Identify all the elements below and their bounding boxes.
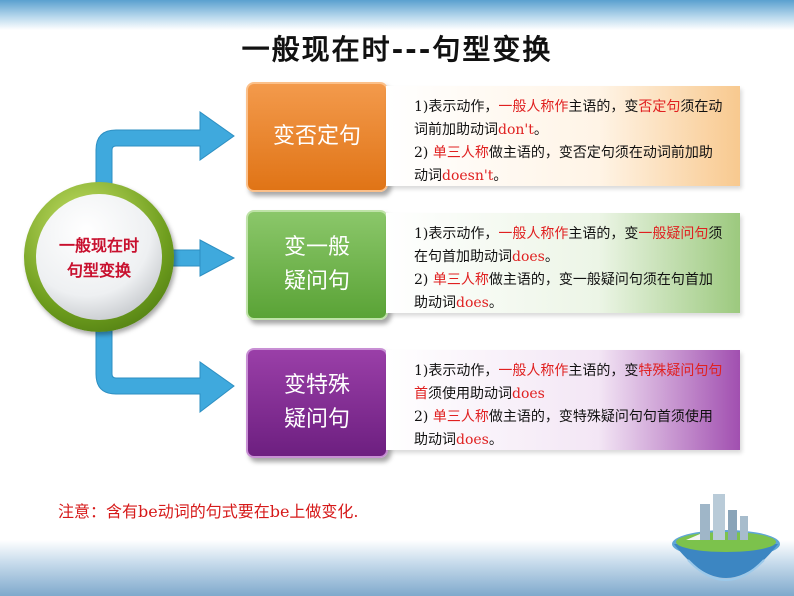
center-circle-label: 一般现在时 句型变换 xyxy=(36,233,162,283)
label-negative-sentence: 变否定句 xyxy=(246,82,388,192)
rule-1: 1)表示动作，一般人称作主语的，变否定句须在动词前加助动词don't。 xyxy=(414,96,726,142)
panel-negative-sentence: 1)表示动作，一般人称作主语的，变否定句须在动词前加助动词don't。 2) 单… xyxy=(386,86,740,186)
rule-2: 2) 单三人称做主语的，变否定句须在动词前加助动词doesn't。 xyxy=(414,142,726,188)
globe-city-icon xyxy=(666,482,786,592)
label-special-question: 变特殊疑问句 xyxy=(246,348,388,458)
panel-special-question: 1)表示动作，一般人称作主语的，变特殊疑问句句首须使用助动词does 2) 单三… xyxy=(386,350,740,450)
rule-2: 2) 单三人称做主语的，变特殊疑问句句首须使用助动词does。 xyxy=(414,406,726,452)
rule-1: 1)表示动作，一般人称作主语的，变特殊疑问句句首须使用助动词does xyxy=(414,360,726,406)
rule-1: 1)表示动作，一般人称作主语的，变一般疑问句须在句首加助动词does。 xyxy=(414,223,726,269)
label-general-question: 变一般疑问句 xyxy=(246,210,388,320)
panel-general-question: 1)表示动作，一般人称作主语的，变一般疑问句须在句首加助动词does。 2) 单… xyxy=(386,213,740,313)
rule-2: 2) 单三人称做主语的，变一般疑问句须在句首加助动词does。 xyxy=(414,269,726,315)
note-text: 注意：含有be动词的句式要在be上做变化. xyxy=(58,498,359,522)
